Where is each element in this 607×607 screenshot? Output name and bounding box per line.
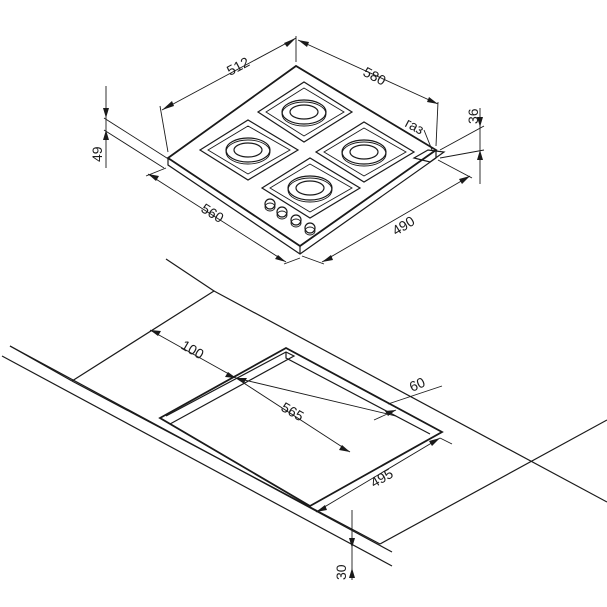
countertop-front-bottom [9, 345, 393, 553]
countertop-back-edge [71, 258, 216, 382]
cutout-inner-right [285, 352, 431, 435]
dim-565: 565 [235, 377, 397, 453]
knob-4 [304, 222, 316, 236]
burner-back [256, 81, 354, 143]
dim-580-label: 580 [361, 64, 389, 89]
cutout-drawing: 100 565 60 495 30 [1, 258, 607, 580]
dim-512: 512 [159, 36, 297, 153]
dim-49: 49 [89, 86, 171, 169]
gas-inlet [412, 149, 446, 163]
dim-36-label: 36 [465, 108, 481, 124]
countertop-front-lower [1, 355, 393, 567]
dim-495: 495 [315, 437, 453, 513]
burner-front [260, 157, 362, 219]
knob-2 [276, 206, 288, 220]
gas-label: газ [403, 115, 427, 138]
countertop-left-edge [9, 345, 73, 382]
gas-callout: газ [403, 115, 433, 151]
dim-49-label: 49 [89, 146, 105, 162]
dim-36: 36 [439, 108, 485, 184]
dim-490-label: 490 [389, 212, 417, 238]
dim-100: 100 [149, 329, 237, 379]
dim-495-label: 495 [368, 465, 396, 491]
dim-490: 490 [301, 159, 473, 265]
knob-1 [264, 198, 276, 212]
cutout-opening [158, 346, 444, 508]
dim-30: 30 [333, 510, 355, 580]
burner-right [314, 121, 416, 183]
burner-left [198, 119, 300, 181]
dim-60-label: 60 [407, 374, 428, 395]
countertop-right-top [379, 419, 607, 545]
knob-3 [290, 214, 302, 228]
hob-drawing: 512 580 газ 36 [89, 36, 485, 265]
dim-100-label: 100 [179, 337, 207, 363]
cutout-inner-edge [165, 351, 296, 425]
dim-30-label: 30 [333, 564, 349, 580]
dim-560-label: 560 [198, 200, 226, 226]
control-knobs [264, 198, 316, 236]
dim-565-label: 565 [279, 399, 307, 425]
dim-60: 60 [373, 374, 443, 421]
